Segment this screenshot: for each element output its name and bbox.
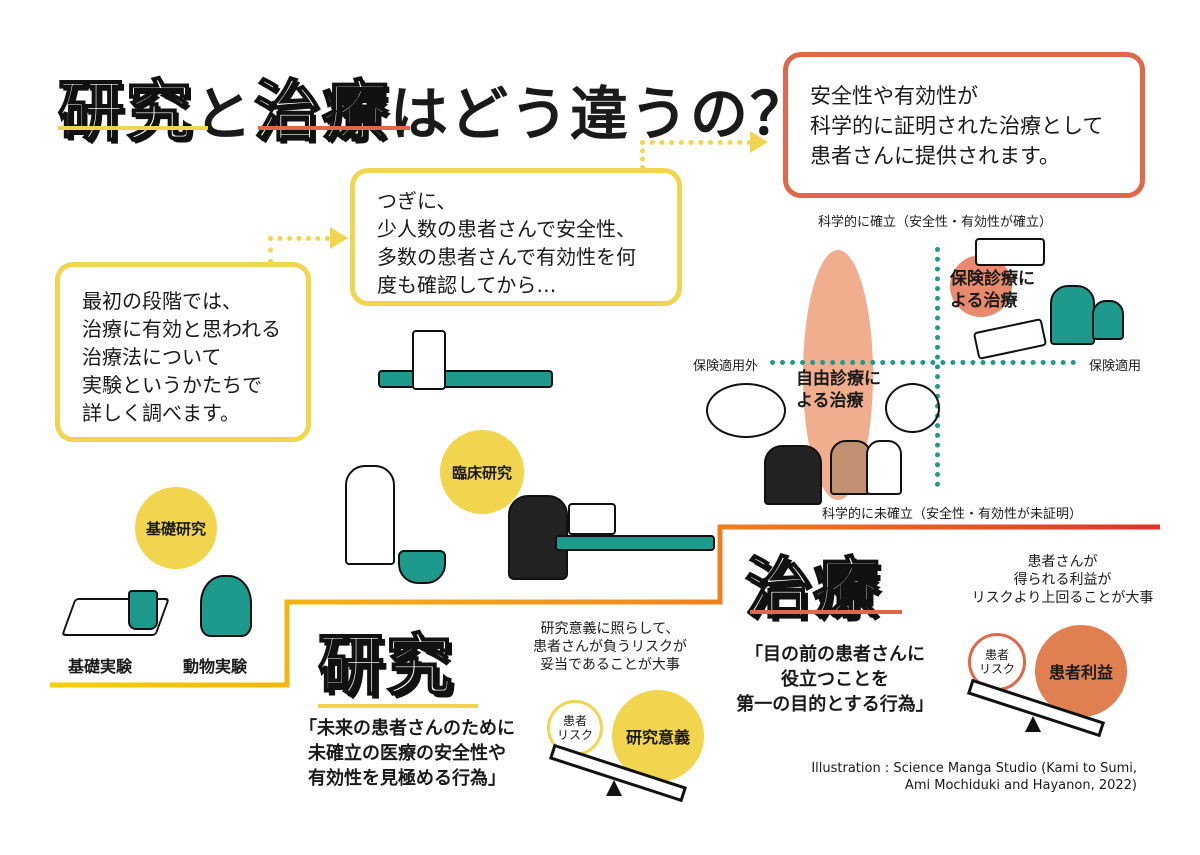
child-illustration bbox=[1092, 300, 1124, 340]
step-box-1: 最初の段階では、 治療に有効と思われる 治療法について 実験というかたちで 詳し… bbox=[55, 262, 311, 442]
doctor-illustration bbox=[412, 330, 446, 390]
research-balance-fulcrum bbox=[606, 780, 622, 796]
treatment-heading: 治療 bbox=[744, 549, 881, 628]
treatment-benefit-weight: 患者利益 bbox=[1035, 625, 1127, 717]
basic-experiment-label: 基礎実験 bbox=[68, 657, 133, 676]
page-title: 研究と治療はどう違うの？ bbox=[57, 58, 811, 154]
step-arrow-1-vertical bbox=[268, 236, 273, 264]
title-to: と bbox=[194, 80, 255, 148]
step-arrow-2-horizontal bbox=[640, 140, 752, 145]
research-heading-underline bbox=[318, 704, 478, 708]
title-treatment: 治療 bbox=[253, 72, 391, 151]
title-treatment-underline bbox=[258, 126, 410, 130]
basic-research-label: 基礎研究 bbox=[145, 519, 206, 538]
axis-left-label: 保険適用外 bbox=[693, 359, 759, 374]
step-box-2: つぎに、 少人数の患者さんで安全性、 多数の患者さんで有効性を何 度も確認してか… bbox=[350, 168, 682, 306]
axis-right-label: 保険適用 bbox=[1089, 359, 1142, 374]
animal-experiment-label: 動物実験 bbox=[183, 657, 248, 676]
monkey-illustration bbox=[200, 575, 252, 637]
research-benefit-weight: 研究意義 bbox=[612, 690, 704, 782]
vertical-axis bbox=[935, 247, 940, 487]
patient-illustration bbox=[830, 440, 872, 495]
title-research: 研究 bbox=[57, 72, 194, 151]
computer-illustration bbox=[568, 503, 616, 535]
step-arrow-1-horizontal bbox=[268, 236, 330, 241]
step-arrow-1-head bbox=[330, 227, 348, 249]
research-definition: 「未来の患者さんのために 未確立の医療の安全性や 有効性を見極める行為」 bbox=[299, 718, 515, 789]
research-heading: 研究 bbox=[317, 626, 454, 705]
step-arrow-2-vertical bbox=[640, 140, 645, 170]
treatment-note: 患者さんが 得られる利益が リスクより上回ることが大事 bbox=[971, 554, 1154, 606]
mother-illustration bbox=[1050, 285, 1095, 345]
flask-illustration bbox=[398, 550, 446, 584]
nurse-illustration bbox=[866, 440, 902, 495]
title-rest: はどう違うの？ bbox=[390, 80, 811, 148]
clinical-research-badge: 臨床研究 bbox=[440, 430, 524, 514]
step-box-3: 安全性や有効性が 科学的に証明された治療として 患者さんに提供されます。 bbox=[783, 52, 1145, 198]
beaker-illustration bbox=[128, 590, 158, 630]
treatment-heading-underline bbox=[750, 610, 902, 614]
illustration-credit: Illustration : Science Manga Studio (Kam… bbox=[811, 761, 1137, 793]
treatment-balance-fulcrum bbox=[1025, 716, 1041, 732]
doctor-consult-illustration bbox=[764, 445, 822, 505]
title-research-underline bbox=[58, 126, 208, 130]
insured-care-label: 保険診療に よる治療 bbox=[950, 269, 1035, 311]
step-arrow-2-head bbox=[750, 131, 768, 153]
axis-top-label: 科学的に確立（安全性・有効性が確立） bbox=[818, 215, 1053, 230]
lab-thought-bubble bbox=[885, 383, 940, 433]
horizontal-axis bbox=[770, 360, 1076, 365]
scientist-illustration bbox=[345, 465, 395, 565]
basic-research-badge: 基礎研究 bbox=[135, 487, 217, 569]
treatment-definition: 「目の前の患者さんに 役立つことを 第一の目的とする行為」 bbox=[736, 644, 934, 715]
desk-illustration bbox=[555, 535, 715, 551]
clinical-research-label: 臨床研究 bbox=[451, 463, 512, 482]
free-care-label: 自由診療に よる治療 bbox=[796, 369, 881, 411]
research-note: 研究意義に照らして、 患者さんが負うリスクが 妥当であることが大事 bbox=[533, 621, 687, 673]
exam-bed-illustration bbox=[378, 370, 553, 388]
medicine-thought-bubble bbox=[706, 383, 786, 438]
hospital-illustration bbox=[975, 238, 1045, 266]
axis-bottom-label: 科学的に未確立（安全性・有効性が未証明） bbox=[822, 507, 1083, 522]
